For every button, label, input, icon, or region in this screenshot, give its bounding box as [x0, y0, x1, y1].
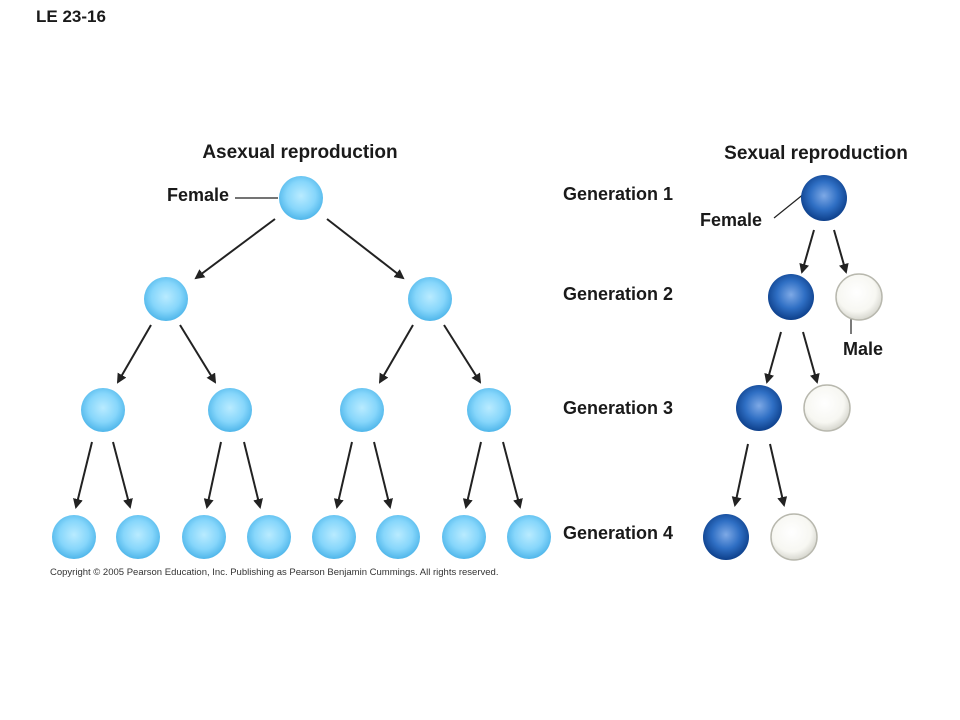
- asexual-gen4-cell: [52, 515, 96, 559]
- asexual-gen4-cell: [376, 515, 420, 559]
- sexual-heading: Sexual reproduction: [724, 143, 908, 164]
- asexual-cells: [52, 176, 551, 559]
- asexual-gen4-cell: [182, 515, 226, 559]
- asexual-gen4-cell: [442, 515, 486, 559]
- asexual-gen2-cell: [408, 277, 452, 321]
- arrow-a3b-left: [203, 441, 222, 509]
- asexual-arrows: [73, 218, 523, 509]
- arrow-a3c-left: [333, 441, 353, 509]
- sexual-cells: [703, 175, 883, 561]
- asexual-gen1-female-cell: [279, 176, 323, 220]
- asexual-gen3-cell: [81, 388, 125, 432]
- arrow-s1-female: [799, 229, 815, 274]
- arrow-a3a-left: [73, 441, 93, 509]
- asexual-gen4-cell: [247, 515, 291, 559]
- sexual-gen3-female-cell: [736, 385, 782, 431]
- generation-1-label: Generation 1: [563, 184, 673, 204]
- generation-4-label: Generation 4: [563, 523, 673, 543]
- figure-label: LE 23-16: [36, 7, 106, 26]
- arrow-a3d-left: [462, 441, 482, 509]
- arrow-a3b-right: [243, 441, 263, 509]
- asexual-gen3-cell: [340, 388, 384, 432]
- arrow-a2a-right: [179, 324, 217, 384]
- arrow-a3c-right: [373, 441, 393, 509]
- sexual-gen4-male-cell: [770, 513, 818, 561]
- asexual-gen4-cell: [507, 515, 551, 559]
- arrow-s2-male: [802, 331, 820, 384]
- sexual-gen2-male-cell: [835, 273, 883, 321]
- arrow-a3d-right: [502, 441, 523, 509]
- sexual-arrows: [731, 229, 849, 507]
- arrow-a2b-right: [443, 324, 482, 384]
- sexual-gen2-female-cell: [768, 274, 814, 320]
- arrow-a1-left: [194, 218, 276, 280]
- generation-3-label: Generation 3: [563, 398, 673, 418]
- asexual-gen4-cell: [312, 515, 356, 559]
- asexual-female-label: Female: [167, 185, 229, 205]
- arrow-a2b-left: [378, 324, 414, 384]
- sexual-gen1-female-cell: [801, 175, 847, 221]
- sexual-female-leader: [773, 192, 806, 219]
- generation-2-label: Generation 2: [563, 284, 673, 304]
- arrow-a2a-left: [116, 324, 152, 384]
- copyright-notice: Copyright © 2005 Pearson Education, Inc.…: [50, 567, 498, 578]
- asexual-heading: Asexual reproduction: [202, 142, 397, 163]
- asexual-gen2-cell: [144, 277, 188, 321]
- sexual-gen3-male-cell: [803, 384, 851, 432]
- arrow-s3-male: [769, 443, 788, 507]
- asexual-gen3-cell: [208, 388, 252, 432]
- arrow-s2-female: [764, 331, 782, 384]
- arrow-s3-female: [731, 443, 749, 507]
- asexual-gen4-cell: [116, 515, 160, 559]
- arrow-a1-right: [326, 218, 405, 280]
- arrow-s1-male: [833, 229, 849, 274]
- sexual-female-label: Female: [700, 210, 762, 230]
- male-label: Male: [843, 339, 883, 359]
- arrow-a3a-right: [112, 441, 133, 509]
- asexual-gen3-cell: [467, 388, 511, 432]
- sexual-gen4-female-cell: [703, 514, 749, 560]
